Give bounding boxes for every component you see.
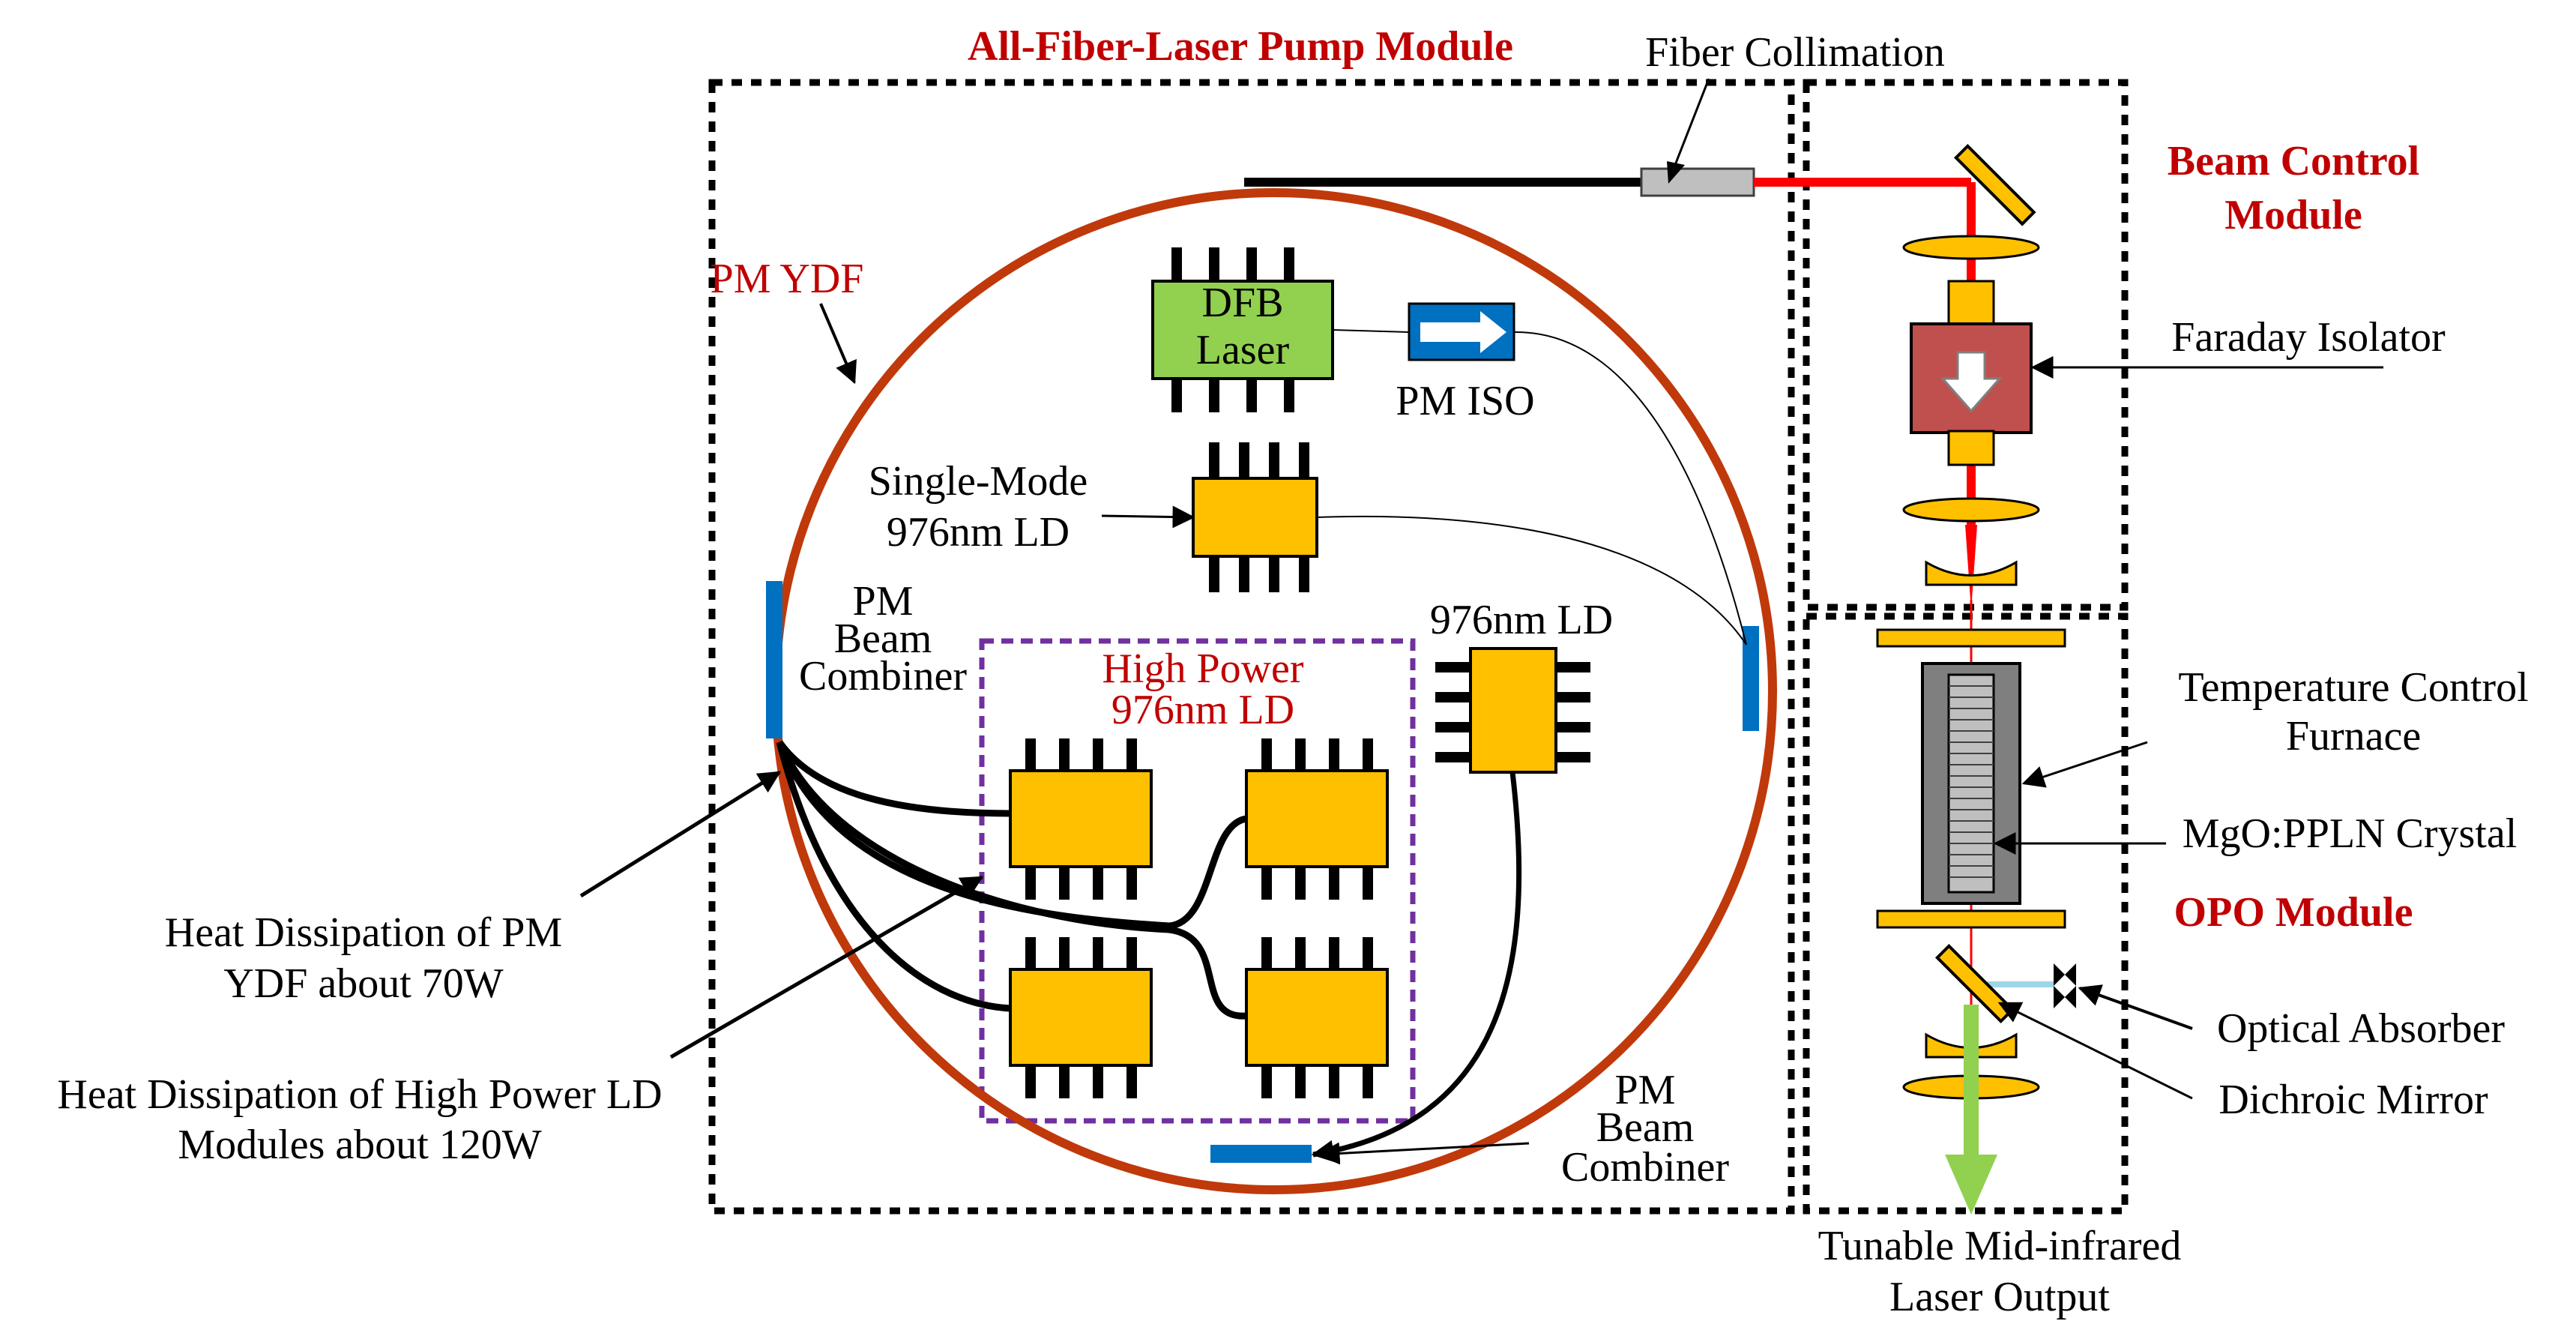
heat-ld-arrow bbox=[669, 875, 984, 1059]
mgo-ppln-crystal bbox=[1947, 673, 1995, 894]
temp-furnace-label-2: Furnace bbox=[2286, 713, 2421, 759]
pm-beam-combiner-left-label-3: Combiner bbox=[799, 653, 967, 699]
faraday-isolator-label: Faraday Isolator bbox=[2171, 314, 2446, 361]
high-power-label-1: High Power bbox=[1102, 646, 1303, 692]
absorber-arrow bbox=[2078, 984, 2193, 1030]
temp-furnace-label-1: Temperature Control bbox=[2178, 664, 2528, 711]
pm-ydf-label: PM YDF bbox=[711, 256, 864, 302]
sm-ld-to-combiner-fiber bbox=[1316, 515, 1747, 646]
pm-iso-label: PM ISO bbox=[1396, 378, 1534, 424]
ld-976-label: 976nm LD bbox=[1430, 597, 1613, 643]
output-label-1: Tunable Mid-infrared bbox=[1818, 1223, 2182, 1269]
heat-ydf-arrow bbox=[579, 770, 782, 898]
heat-ydf-label-2: YDF about 70W bbox=[223, 960, 503, 1007]
opo-mirror-output bbox=[1876, 909, 2066, 929]
opo-module-box bbox=[1803, 613, 2129, 1215]
dfb-to-iso-fiber bbox=[1332, 329, 1410, 333]
dichroic-arrow bbox=[1997, 1002, 2193, 1100]
pm-beam-combiner-right bbox=[1743, 626, 1759, 731]
beam-control-title-2: Module bbox=[2224, 192, 2362, 238]
isolator-crystal-bottom bbox=[1947, 430, 1995, 466]
dfb-laser-label-2: Laser bbox=[1196, 327, 1290, 373]
high-power-label-2: 976nm LD bbox=[1111, 687, 1294, 733]
pm-beam-combiner-left-label-1: PM bbox=[853, 578, 914, 625]
pm-iso-arrow-icon bbox=[1420, 311, 1506, 353]
focused-beam bbox=[1965, 525, 1977, 600]
opo-mirror-input bbox=[1876, 628, 2066, 648]
beam-control-module-box bbox=[1803, 79, 2129, 611]
hp-fiber-4 bbox=[776, 741, 1247, 1020]
isolator-crystal-top bbox=[1947, 280, 1995, 328]
heat-ld-label-2: Modules about 120W bbox=[178, 1122, 541, 1168]
single-mode-label-2: 976nm LD bbox=[887, 509, 1070, 556]
fiber-collimation-arrowhead bbox=[1667, 161, 1685, 184]
ld-976-chip bbox=[1435, 647, 1590, 774]
pm-beam-combiner-left-label-2: Beam bbox=[834, 616, 932, 662]
high-power-ld-chip-4 bbox=[1245, 937, 1389, 1098]
heat-ydf-label-1: Heat Dissipation of PM bbox=[165, 909, 562, 956]
optical-absorber-icon bbox=[2054, 963, 2076, 1008]
ld976-to-combiner-fiber bbox=[1311, 771, 1522, 1163]
output-beam-arrow bbox=[1945, 1005, 1997, 1215]
pump-module-title: All-Fiber-Laser Pump Module bbox=[968, 23, 1513, 70]
optical-absorber-label: Optical Absorber bbox=[2217, 1005, 2505, 1052]
dichroic-mirror-label: Dichroic Mirror bbox=[2218, 1077, 2488, 1123]
high-power-ld-chip-2 bbox=[1245, 738, 1389, 900]
isolator-arrow-icon bbox=[1940, 351, 2003, 413]
dfb-laser-label-1: DFB bbox=[1202, 280, 1284, 326]
heat-ld-label-1: Heat Dissipation of High Power LD bbox=[57, 1071, 662, 1118]
crystal-label: MgO:PPLN Crystal bbox=[2183, 810, 2518, 857]
lens-2 bbox=[1902, 497, 2040, 523]
concave-lens-1 bbox=[1925, 560, 2018, 586]
iso-to-combiner-fiber bbox=[1513, 331, 1747, 646]
pm-beam-combiner-bottom-label-3: Combiner bbox=[1561, 1144, 1729, 1191]
hp-fiber-1 bbox=[776, 740, 1011, 817]
single-mode-arrow bbox=[1101, 505, 1195, 529]
lens-1 bbox=[1902, 235, 2040, 260]
high-power-ld-chip-3 bbox=[1009, 937, 1153, 1098]
fiber-collimation-arrow bbox=[1674, 78, 1710, 166]
furnace-arrow bbox=[2021, 741, 2148, 788]
output-label-2: Laser Output bbox=[1889, 1274, 2110, 1320]
pm-beam-combiner-bottom-label-1: PM bbox=[1615, 1067, 1676, 1113]
fiber-collimation-label: Fiber Collimation bbox=[1645, 29, 1945, 76]
fiber-collimator bbox=[1640, 167, 1755, 197]
pump-module-box bbox=[708, 79, 1795, 1215]
crystal-gratings bbox=[1949, 685, 1994, 878]
opo-module-title: OPO Module bbox=[2174, 889, 2413, 936]
high-power-ld-chip-1 bbox=[1009, 738, 1153, 900]
turning-mirror bbox=[1953, 143, 2036, 226]
single-mode-ld-chip bbox=[1192, 442, 1318, 592]
pm-beam-combiner-left bbox=[766, 581, 782, 738]
hp-fiber-3 bbox=[776, 741, 1011, 1012]
single-mode-label-1: Single-Mode bbox=[869, 458, 1088, 505]
pm-beam-combiner-bottom-label-2: Beam bbox=[1596, 1104, 1695, 1151]
pm-combiner-bottom-arrow bbox=[1317, 1142, 1530, 1165]
beam-control-title-1: Beam Control bbox=[2168, 138, 2420, 184]
dfb-laser-chip bbox=[1151, 247, 1334, 412]
pm-ydf-arrow bbox=[819, 303, 857, 385]
pm-beam-combiner-bottom bbox=[1210, 1145, 1312, 1163]
concave-lens-2 bbox=[1925, 1032, 2018, 1059]
